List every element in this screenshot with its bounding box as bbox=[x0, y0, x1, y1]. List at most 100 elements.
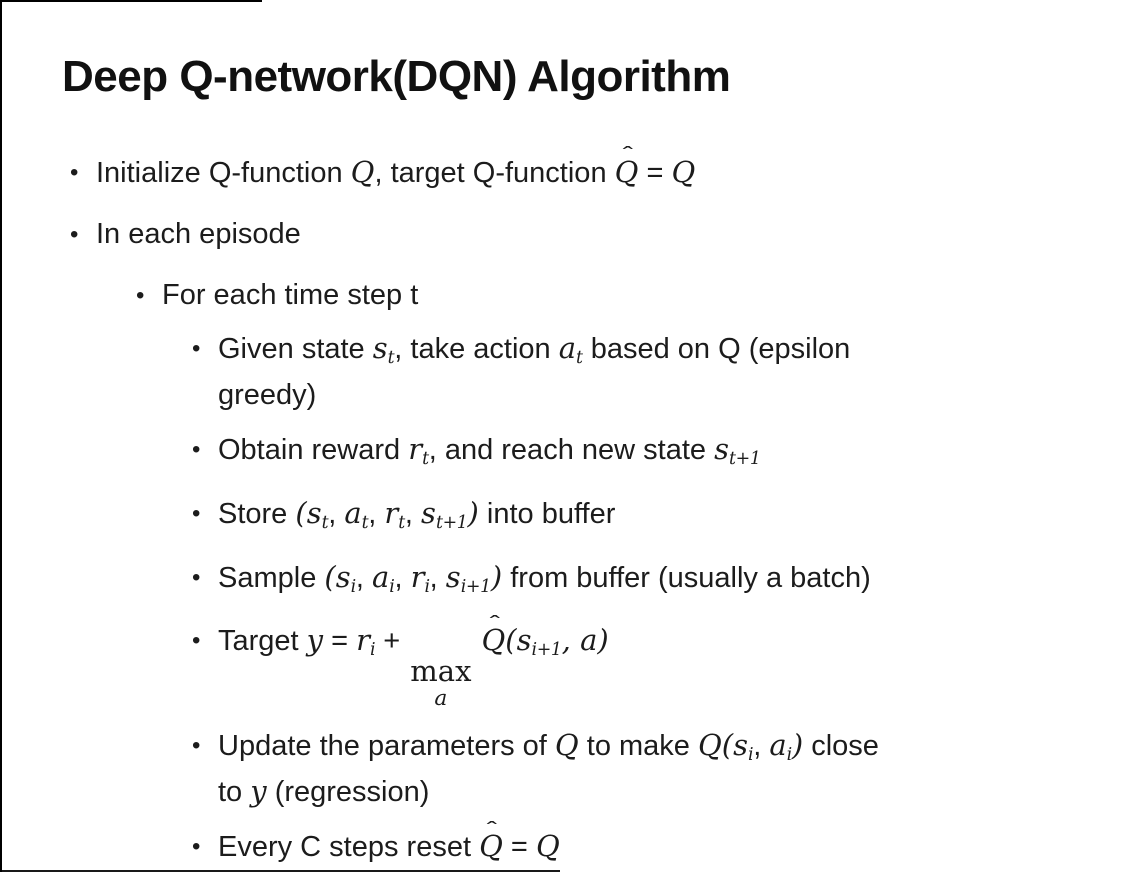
bullet-content: Given state st, take action at based on … bbox=[218, 330, 1124, 414]
bullet-content: Initialize Q-function Q, target Q-functi… bbox=[96, 145, 1124, 192]
text-segment-m: Q bbox=[350, 155, 375, 189]
text-segment-t: = bbox=[323, 625, 357, 658]
bullet-content: Sample (si, ai, ri, si+1) from buffer (u… bbox=[218, 559, 1124, 606]
text-segment-sub: i bbox=[424, 576, 430, 597]
text-segment-m: r bbox=[356, 623, 370, 658]
text-segment-t: close bbox=[803, 729, 879, 762]
hat-accent: ˆ bbox=[489, 612, 500, 635]
text-segment-t: , take action bbox=[394, 333, 559, 365]
slide-border-left bbox=[0, 0, 2, 872]
bullet-item: •Sample (si, ai, ri, si+1) from buffer (… bbox=[0, 559, 1124, 606]
bullet-line: Update the parameters of Q to make Q(si,… bbox=[218, 727, 1124, 774]
text-segment-t: , and reach new state bbox=[428, 433, 715, 466]
text-segment-m: Q bbox=[671, 155, 696, 189]
text-segment-t: Initialize Q-function bbox=[96, 157, 351, 189]
text-segment-m: s bbox=[421, 495, 436, 530]
text-segment-sub: t bbox=[361, 512, 369, 533]
text-segment-t: , bbox=[328, 497, 345, 530]
bullet-line: Store (st, at, rt, st+1) into buffer bbox=[218, 495, 1124, 542]
text-segment-t: , target Q-function bbox=[374, 157, 615, 189]
bullet-content: Update the parameters of Q to make Q(si,… bbox=[218, 727, 1124, 812]
text-segment-m: Q(s bbox=[697, 727, 748, 762]
text-segment-m: s bbox=[445, 559, 461, 594]
text-segment-m: a bbox=[769, 727, 787, 762]
bullet-icon: • bbox=[70, 159, 79, 186]
text-segment-m: Q bbox=[554, 727, 579, 762]
bullet-line: Sample (si, ai, ri, si+1) from buffer (u… bbox=[218, 559, 1124, 606]
text-segment-m: s bbox=[714, 431, 729, 466]
text-segment-t bbox=[473, 625, 481, 657]
text-segment-m: (s bbox=[295, 495, 322, 530]
text-segment-t: Given state bbox=[218, 333, 373, 365]
text-segment-t: , bbox=[368, 497, 385, 530]
bullet-line: For each time step t bbox=[162, 277, 1124, 314]
text-segment-sub: i bbox=[370, 640, 376, 661]
text-segment-sub: i+1 bbox=[531, 640, 562, 661]
text-segment-t: For each time step t bbox=[162, 279, 419, 311]
hat-base: Q bbox=[481, 623, 506, 658]
bullet-line: Obtain reward rt, and reach new state st… bbox=[218, 431, 1124, 478]
bullet-item: • Obtain reward rt, and reach new state s… bbox=[0, 431, 1124, 478]
bullet-icon: • bbox=[192, 833, 201, 861]
bullet-content: Obtain reward rt, and reach new state st… bbox=[218, 431, 1124, 478]
text-segment-t: to make bbox=[578, 729, 698, 762]
hat-base: Q bbox=[614, 155, 639, 189]
text-segment-sub: t bbox=[576, 347, 583, 368]
bullet-item: •Given state st, take action at based on… bbox=[0, 330, 1124, 414]
text-segment-m: ) bbox=[490, 559, 503, 594]
bullet-line: Given state st, take action at based on … bbox=[218, 330, 1124, 377]
bullet-icon: • bbox=[192, 731, 201, 759]
text-segment-sub: i bbox=[747, 744, 754, 765]
text-segment-t: Every C steps reset bbox=[218, 831, 480, 864]
text-segment-t: , bbox=[429, 561, 446, 594]
bullet-list: •Initialize Q-function Q, target Q-funct… bbox=[0, 145, 1124, 866]
bullet-item: •Store (st, at, rt, st+1) into buffer bbox=[0, 495, 1124, 542]
text-segment-m: s bbox=[372, 331, 388, 365]
bullet-content: For each time step t bbox=[162, 277, 1124, 314]
text-segment-t: , bbox=[404, 497, 422, 530]
bullet-icon: • bbox=[192, 435, 201, 463]
slide-border-bottom bbox=[0, 870, 560, 872]
bullet-content: Store (st, at, rt, st+1) into buffer bbox=[218, 495, 1124, 542]
stack-top: max bbox=[410, 653, 472, 688]
bullet-item: • Update the parameters of Q to make Q(si… bbox=[0, 727, 1124, 812]
text-segment-m: a bbox=[558, 331, 577, 365]
text-segment-m: , a) bbox=[561, 623, 609, 658]
bullet-icon: • bbox=[136, 282, 145, 309]
text-segment-t: to bbox=[218, 776, 251, 809]
text-segment-sub: t+1 bbox=[728, 448, 761, 469]
text-segment-t: Update the parameters of bbox=[218, 729, 555, 762]
text-segment-sub: t bbox=[398, 512, 405, 533]
text-segment-t: , bbox=[355, 561, 372, 594]
bullet-icon: • bbox=[192, 499, 201, 527]
text-segment-m: r bbox=[384, 495, 399, 530]
text-segment-t: into buffer bbox=[478, 497, 616, 530]
text-segment-m: y bbox=[250, 774, 267, 809]
text-segment-t: Store bbox=[218, 497, 296, 530]
text-segment-t: , bbox=[394, 561, 411, 594]
stack-bottom: a bbox=[434, 685, 448, 711]
hat-base: Q bbox=[479, 829, 503, 864]
bullet-line: greedy) bbox=[218, 377, 1124, 414]
bullet-line: In each episode bbox=[96, 216, 1124, 253]
text-segment-m: (s bbox=[324, 559, 351, 594]
text-segment-sub: t bbox=[387, 347, 395, 368]
text-segment-t: = bbox=[638, 157, 672, 189]
text-segment-sub: i bbox=[389, 576, 395, 597]
text-segment-m: r bbox=[410, 559, 425, 594]
text-segment-t: , bbox=[753, 729, 770, 762]
hat-accent: ˆ bbox=[622, 144, 633, 167]
text-segment-t: + bbox=[375, 625, 409, 658]
text-segment-m: ) bbox=[791, 727, 804, 762]
text-segment-m: ) bbox=[467, 495, 479, 530]
bullet-icon: • bbox=[192, 627, 201, 655]
text-segment-m: (s bbox=[505, 623, 532, 658]
